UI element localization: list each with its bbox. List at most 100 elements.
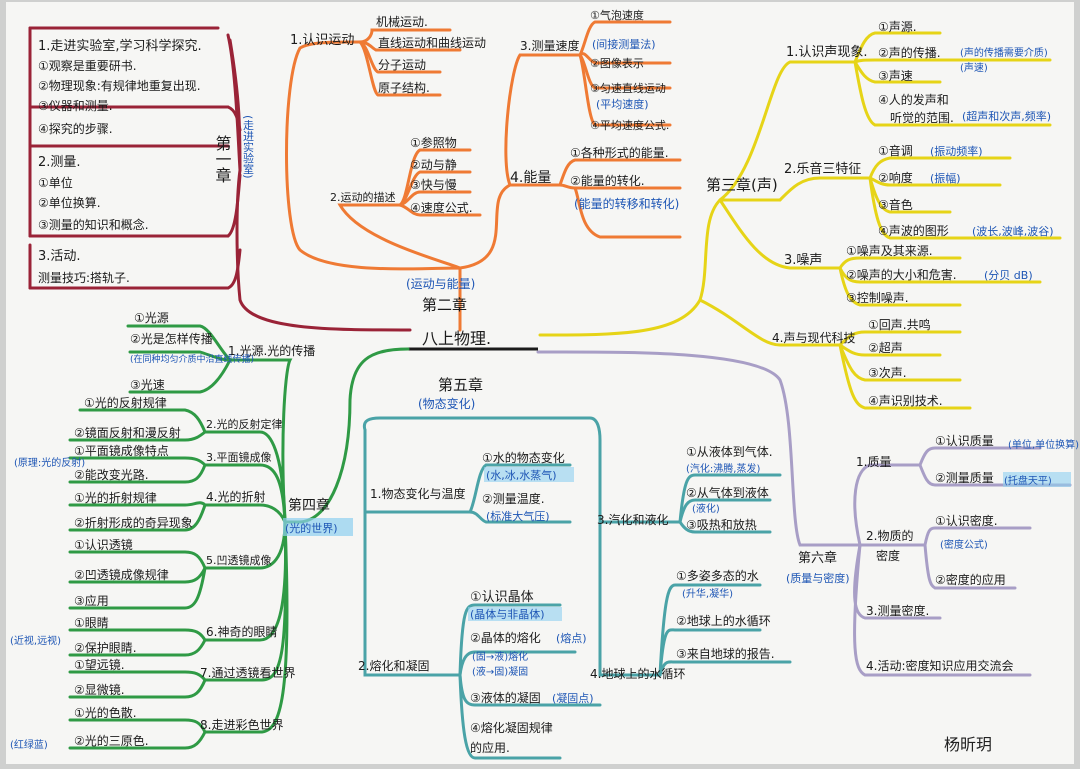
ch3-b4-label: 4.声与现代科技 — [772, 331, 855, 345]
ch1-subtitle: (走进实验室) — [242, 115, 255, 179]
ch4-b6-s2: ②保护眼睛. — [74, 641, 137, 655]
ch6-b1-s1: ①认识质量 — [935, 434, 994, 448]
ch2-b2-label: 2.运动的描述 — [330, 190, 396, 204]
ch3-b3-s3: ③控制噪声. — [846, 291, 909, 305]
ch3-b3-s2: ②噪声的大小和危害. — [846, 267, 957, 282]
ch3-b3-s1: ①噪声及其来源. — [846, 244, 933, 258]
ch3-b1-s4b: 听觉的范围. — [890, 110, 954, 125]
ch1-b1-l5: ④探究的步骤. — [38, 121, 113, 136]
ch4-b3-label: 3.平面镜成像 — [206, 450, 272, 464]
ch6-subtitle: (质量与密度) — [786, 571, 850, 585]
ch2-b3-s3: ③匀速直线运动 — [590, 81, 666, 95]
ch3-b2-s2: ②响度 — [878, 170, 913, 185]
ch4-b2-label: 2.光的反射定律 — [206, 417, 283, 431]
ch4-b1-label: 1.光源.光的传播 — [228, 343, 315, 358]
chapter-3-texts: 第三章(声) 1.认识声现象. ①声源. ②声的传播. (声的传播需要介质) (… — [706, 20, 1054, 408]
ch3-b3-s2n: (分贝 dB) — [984, 269, 1033, 282]
chapter-5-branch — [362, 416, 792, 760]
ch6-b1-s2: ②测量质量 — [935, 471, 994, 485]
chapter-4-texts: 第四章 (光的世界) 1.光源.光的传播 ①光源 ②光是怎样传播 (在同种均匀介… — [10, 311, 353, 751]
ch4-b8-s2: ②光的三原色. — [74, 733, 149, 748]
chapter-3-branch — [538, 31, 1062, 410]
ch6-b4-label: 4.活动:密度知识应用交流会 — [866, 658, 1014, 673]
ch5-b2-label: 2.熔化和凝固 — [358, 658, 429, 673]
chapter-1-branch — [28, 26, 412, 332]
ch2-b2-s4: ④速度公式. — [410, 200, 473, 215]
ch3-b1-s2: ②声的传播. — [878, 45, 941, 60]
ch2-b2-s1: ①参照物 — [410, 135, 457, 150]
ch4-b7-s2: ②显微镜. — [74, 682, 125, 697]
ch2-title: 第二章 — [422, 296, 467, 314]
ch4-b1-s3: ③光速 — [130, 378, 165, 392]
ch3-b2-s3: ③音色 — [878, 197, 913, 212]
ch6-b2-s1: ①认识密度. — [935, 513, 998, 528]
ch4-b7-label: 7.通过透镜看世界 — [200, 665, 295, 680]
ch4-note2: (近视,远视) — [10, 634, 61, 647]
ch3-b2-s1n: (振动频率) — [930, 144, 983, 158]
ch3-b2-s4: ④声波的图形 — [878, 223, 949, 238]
ch1-b2-l4: ③测量的知识和概念. — [38, 217, 149, 232]
ch5-b1-s1n: (水,冰,水蒸气) — [486, 468, 557, 482]
ch1-b1-l3: ②物理现象:有规律地重复出现. — [38, 78, 201, 93]
ch5-b3-s3: ③吸热和放热 — [686, 517, 757, 532]
ch4-b8-s1: ①光的色散. — [74, 705, 137, 720]
ch4-b5-s3: ③应用 — [74, 593, 109, 608]
ch6-b1-s2n-highlight — [1003, 472, 1071, 487]
ch5-b2-s1n-highlight — [468, 607, 562, 621]
ch3-b2-label: 2.乐音三特征 — [784, 161, 861, 177]
ch6-b2-label2: 密度 — [876, 548, 900, 563]
ch3-b1-label: 1.认识声现象. — [786, 45, 868, 60]
ch3-title: 第三章(声) — [706, 176, 778, 194]
ch6-b2-s2: ②密度的应用 — [935, 572, 1006, 587]
ch4-note1: (原理:光的反射) — [14, 456, 85, 469]
ch2-b3-s2: ②图像表示 — [590, 56, 644, 70]
ch1-b1-l2: ①观察是重要研书. — [38, 59, 137, 73]
ch2-b1-s4: 原子结构. — [378, 80, 430, 95]
chapter-2-texts: 1.认识运动 机械运动. 直线运动和曲线运动 分子运动 原子结构. 2.运动的描… — [290, 8, 679, 314]
ch5-b2-s2n3: (液→固)凝固 — [472, 665, 528, 678]
ch5-b1-s1: ①水的物态变化 — [482, 450, 565, 465]
ch5-b1-s2: ②测量温度. — [482, 491, 545, 506]
ch4-title: 第四章 — [288, 497, 330, 514]
ch2-b4-s1: ①各种形式的能量. — [570, 145, 669, 160]
ch3-b4-s2: ②超声 — [868, 340, 903, 355]
ch4-b5-s2: ②凹透镜成像规律 — [74, 567, 169, 582]
chapter-6-texts: 第六章 (质量与密度) 1.质量 ①认识质量 (单位,单位换算) ②测量质量 (… — [786, 434, 1079, 673]
ch4-b8-label: 8.走进彩色世界 — [200, 718, 283, 732]
ch6-b1-label: 1.质量 — [856, 455, 891, 469]
ch3-b2-s4n: (波长,波峰,波谷) — [972, 225, 1054, 238]
ch4-b5-label: 5.凹透镜成像 — [206, 553, 272, 567]
ch2-b3-s1n: (间接测量法) — [592, 37, 656, 51]
ch4-b3-s2: ②能改变光路. — [74, 467, 149, 482]
ch4-b4-label: 4.光的折射 — [206, 489, 265, 504]
ch3-b1-s1: ①声源. — [878, 20, 917, 34]
ch5-b3-s1n: (汽化:沸腾,蒸发) — [686, 462, 760, 475]
ch3-b1-s2n: (声的传播需要介质) — [960, 46, 1048, 59]
ch5-title: 第五章 — [438, 376, 483, 394]
chapter-4-branch — [68, 324, 410, 750]
ch4-b1-s2: ②光是怎样传播 — [130, 331, 213, 346]
ch5-b3-s1: ①从液体到气体. — [686, 444, 773, 459]
ch2-b2-s3: ③快与慢 — [410, 178, 457, 192]
ch3-b1-s4a: ④人的发声和 — [878, 92, 949, 107]
paper-sheet — [6, 2, 1074, 764]
ch5-b1-s2n: (标准大气压) — [486, 509, 550, 523]
ch1-b2-l2: ①单位 — [38, 175, 73, 190]
ch2-b4-label: 4.能量 — [510, 170, 551, 186]
ch1-b3-l2: 测量技巧:搭轨子. — [38, 271, 130, 285]
ch4-b2-s1: ①光的反射规律 — [84, 395, 167, 410]
ch4-b2-s2: ②镜面反射和漫反射 — [74, 425, 181, 440]
ch4-b6-s1: ①眼睛 — [74, 616, 109, 630]
ch1-b2-l3: ②单位换算. — [38, 195, 101, 210]
ch2-b1-s1: 机械运动. — [376, 14, 428, 29]
ch5-b4-label: 4.地球上的水循环 — [590, 666, 685, 681]
center-title: 八上物理. — [422, 329, 491, 348]
ch5-b2-s1: ①认识晶体 — [470, 590, 534, 605]
ch2-b2-s2: ②动与静 — [410, 158, 457, 172]
ch5-b2-s2: ②晶体的熔化 — [470, 630, 541, 645]
ch6-b2-label: 2.物质的 — [866, 528, 913, 543]
ch2-b1-s2: 直线运动和曲线运动 — [378, 36, 486, 50]
ch6-title: 第六章 — [798, 550, 837, 566]
chapter-2-branch — [285, 20, 682, 332]
